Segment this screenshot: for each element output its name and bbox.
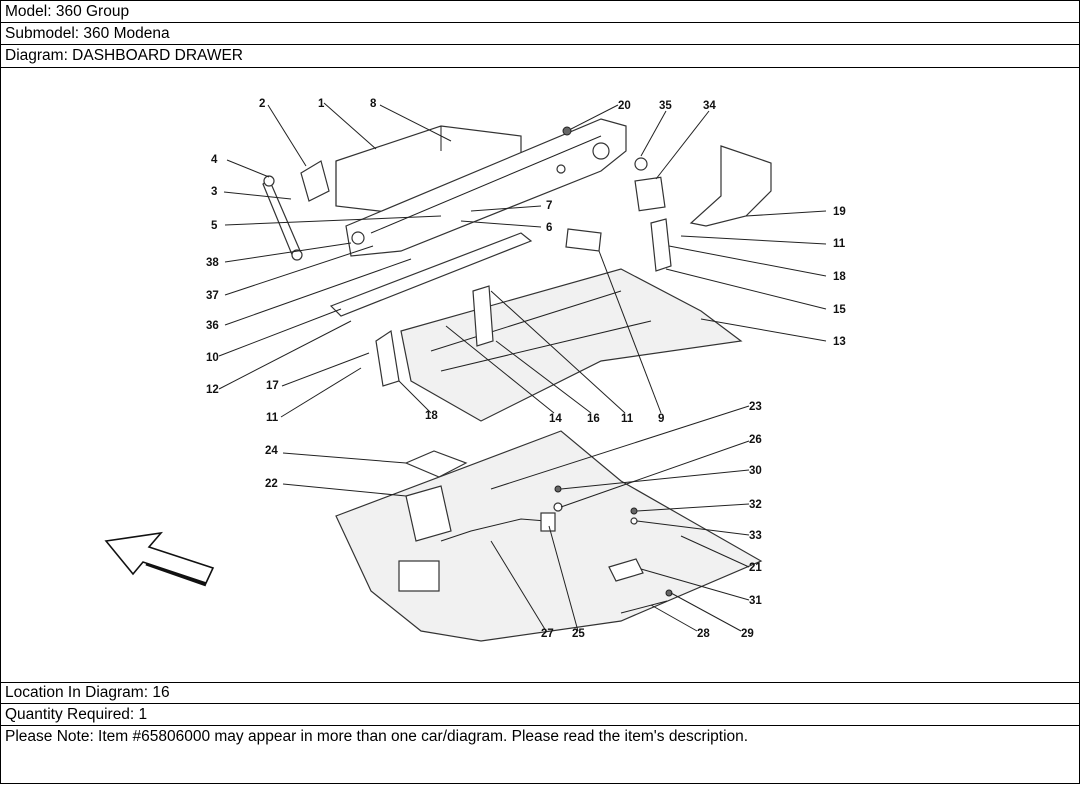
callout-34: 34	[703, 100, 716, 112]
callout-35: 35	[659, 100, 672, 112]
hinge-left	[375, 329, 400, 387]
callout-37: 37	[206, 290, 219, 302]
callout-1: 1	[318, 98, 325, 110]
callout-23: 23	[749, 401, 762, 413]
callout-25: 25	[572, 628, 585, 640]
location-row: Location In Diagram: 16	[1, 682, 1079, 704]
rail	[329, 232, 533, 317]
callout-12: 12	[206, 384, 219, 396]
callout-5: 5	[211, 220, 218, 232]
parts-diagram: 1 2 3 4 5 6 7 8 9 10 11 12 13 14 15 16 1…	[1, 68, 1079, 683]
callout-11-left: 11	[266, 412, 279, 424]
dashboard-drawer-exploded-view: 1 2 3 4 5 6 7 8 9 10 11 12 13 14 15 16 1…	[104, 98, 846, 642]
plate-31	[608, 558, 644, 582]
washer-26	[553, 502, 563, 512]
callout-16: 16	[587, 413, 600, 425]
callout-10: 10	[206, 352, 219, 364]
arrow-icon	[104, 531, 215, 587]
callout-13: 13	[833, 336, 846, 348]
rod-28	[620, 600, 668, 614]
callout-labels: 1 2 3 4 5 6 7 8 9 10 11 12 13 14 15 16 1…	[206, 98, 846, 640]
cable	[440, 518, 547, 542]
leader-lines	[218, 102, 827, 632]
callout-9: 9	[658, 413, 664, 425]
callout-15: 15	[833, 304, 846, 316]
callout-29: 29	[741, 628, 754, 640]
callout-38: 38	[206, 257, 219, 269]
lid-opening	[398, 560, 440, 592]
callout-33: 33	[749, 530, 762, 542]
callout-3: 3	[211, 186, 217, 198]
callout-19: 19	[833, 206, 846, 218]
callout-22: 22	[265, 478, 278, 490]
bracket-2	[300, 160, 330, 202]
latch-bracket	[540, 512, 556, 532]
diagram-title-row: Diagram: DASHBOARD DRAWER	[1, 45, 1079, 68]
latch	[405, 485, 452, 542]
callout-24: 24	[265, 445, 278, 457]
gas-strut	[262, 175, 303, 261]
callout-18-right: 18	[833, 271, 846, 283]
quantity-row: Quantity Required: 1	[1, 704, 1079, 726]
drawer-lid	[335, 430, 763, 642]
upper-tray	[400, 268, 743, 422]
callout-4: 4	[211, 154, 218, 166]
callout-26: 26	[749, 434, 762, 446]
upper-frame	[345, 118, 627, 257]
callout-18-left: 18	[425, 410, 438, 422]
callout-20: 20	[618, 100, 631, 112]
callout-27: 27	[541, 628, 554, 640]
callout-36: 36	[206, 320, 219, 332]
callout-8: 8	[370, 98, 377, 110]
hinge-right	[650, 218, 672, 272]
side-trim	[689, 145, 772, 227]
callout-7: 7	[546, 200, 552, 212]
nut-20	[562, 126, 572, 136]
callout-31: 31	[749, 595, 762, 607]
callout-17: 17	[266, 380, 279, 392]
callout-30: 30	[749, 465, 762, 477]
callout-21: 21	[749, 562, 762, 574]
washer-33	[630, 517, 638, 525]
callout-2: 2	[259, 98, 265, 110]
switch	[565, 228, 602, 252]
bumper-35	[634, 157, 648, 171]
filler-pad	[634, 176, 666, 212]
callout-28: 28	[697, 628, 710, 640]
callout-11-right: 11	[833, 238, 846, 250]
screw-32	[630, 507, 638, 515]
callout-11-bottom: 11	[621, 413, 634, 425]
hinge-center	[472, 285, 494, 347]
submodel-row: Submodel: 360 Modena	[1, 23, 1079, 45]
callout-32: 32	[749, 499, 762, 511]
callout-14: 14	[549, 413, 562, 425]
model-row: Model: 360 Group	[1, 1, 1079, 23]
frame-24	[404, 450, 468, 478]
callout-6: 6	[546, 222, 552, 234]
note-row: Please Note: Item #65806000 may appear i…	[5, 728, 749, 745]
screw-30	[554, 485, 562, 493]
